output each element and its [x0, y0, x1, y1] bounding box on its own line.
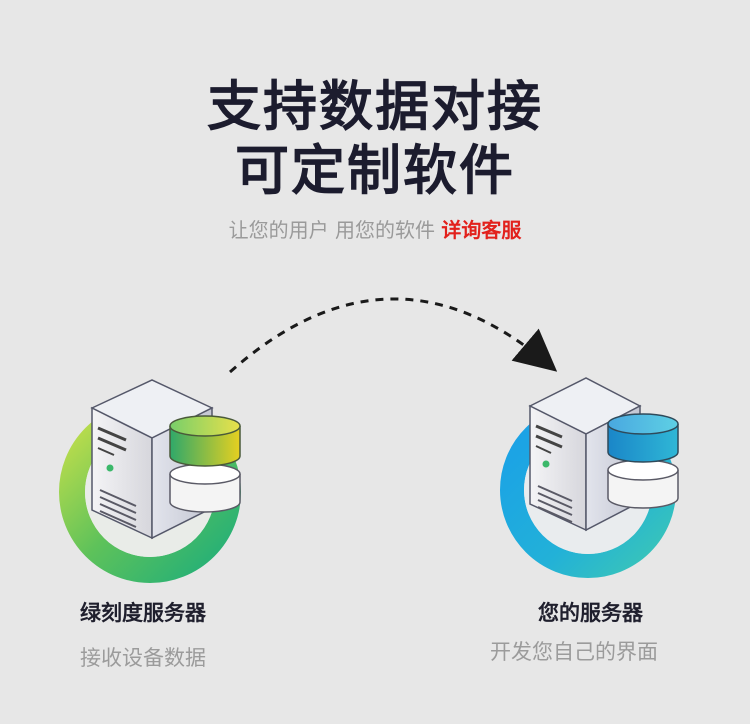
database-disk-icon — [169, 415, 241, 467]
storage-disk-icon — [169, 463, 241, 513]
left-server-illustration — [59, 379, 241, 583]
database-disk-icon — [607, 413, 679, 463]
subtitle-text: 让您的用户 用您的软件 — [228, 218, 442, 242]
contact-service-link[interactable]: 详询客服 — [441, 218, 522, 242]
page-title-line-2: 可定制软件 — [235, 139, 515, 202]
right-server-illustration — [500, 377, 679, 578]
right-server-description: 开发您自己的界面 — [490, 640, 658, 664]
left-server-description: 接收设备数据 — [80, 646, 206, 670]
left-server-name: 绿刻度服务器 — [80, 601, 206, 625]
storage-disk-icon — [607, 459, 679, 509]
subtitle: 让您的用户 用您的软件 详询客服 — [0, 214, 750, 243]
data-transfer-arrow — [229, 297, 558, 374]
right-server-name: 您的服务器 — [538, 601, 643, 625]
page-title-line-1: 支持数据对接 — [207, 75, 543, 138]
